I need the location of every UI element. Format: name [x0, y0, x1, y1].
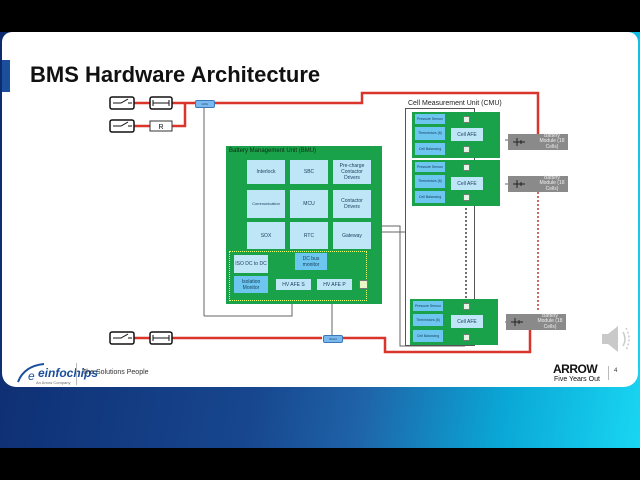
cmu2-cell-afe: Cell AFE	[451, 177, 483, 190]
bmu-block-interlock: Interlock	[247, 160, 285, 184]
shunt-fuse: Shunt	[323, 335, 343, 343]
footer-divider	[76, 363, 77, 385]
battery-icon	[513, 138, 525, 146]
cmu3-cell-afe: Cell AFE	[451, 315, 483, 328]
hv-section-border	[229, 251, 367, 301]
battery-module-2: Battery Module (18 Cells)	[508, 174, 568, 192]
cmu-frame	[405, 108, 475, 346]
cmu3-pressure-sensor: Pressure Sensor	[413, 301, 443, 311]
bmu-block-communication: Communication	[247, 190, 285, 218]
bottom-letterbox	[0, 448, 640, 480]
hv-afe-p-block: HV AFE P	[317, 279, 352, 290]
bmu-block-rtc: RTC	[290, 222, 328, 249]
cmu2-iso-top	[463, 164, 470, 171]
cmu1-cell-afe: Cell AFE	[451, 128, 483, 141]
battery-module-1: Battery Module (18 Cells)	[508, 132, 568, 150]
iso-dcdc-block: ISO DC to DC	[234, 255, 268, 273]
cmu2-thermistors: Thermistors (6)	[415, 175, 445, 188]
bmu-block-mcu: MCU	[290, 190, 328, 218]
einfochips-logo-sub: An Arrow Company	[36, 380, 71, 385]
bmu-title: Battery Management Unit (BMU)	[229, 148, 317, 154]
hv-afe-s-block: HV AFE S	[276, 279, 311, 290]
cmu1-iso-bottom	[463, 146, 470, 153]
hv-line-bottom-return	[342, 330, 532, 354]
bmu-block-gateway: Gateway	[333, 222, 371, 249]
cmu3-iso-top	[463, 303, 470, 310]
battery-icon	[513, 180, 525, 188]
bmu-block-contactor-drivers: Contactor Drivers	[333, 190, 371, 218]
cmu2-pressure-sensor: Pressure Sensor	[415, 162, 445, 172]
battery-module-label: Battery Module (18 Cells)	[537, 312, 563, 330]
slide-title: BMS Hardware Architecture	[30, 62, 321, 87]
cmu-title: Cell Measurement Unit (CMU)	[408, 100, 502, 107]
isolation-monitor-block: Isolation Monitor	[234, 276, 268, 293]
arrow-logo-sub: Five Years Out	[554, 376, 600, 383]
battery-icon	[511, 318, 523, 326]
hv-line-r-join	[172, 103, 187, 128]
page-number: 4	[614, 368, 618, 374]
cmu3-thermistors: Thermistors (6)	[413, 314, 443, 326]
dc-bus-monitor-block: DC bus monitor	[295, 253, 327, 270]
cmu2-iso-bottom	[463, 194, 470, 201]
battery-module-label: Battery Module (18 Cells)	[539, 174, 565, 192]
hv-line-to-cmu	[214, 91, 540, 140]
cmu1-thermistors: Thermistors (6)	[415, 127, 445, 140]
bmu-block-sbc: SBC	[290, 160, 328, 184]
cmu2-cell-balancing: Cell Balancing	[415, 191, 445, 203]
battery-module-label: Battery Module (18 Cells)	[539, 132, 565, 150]
tagline: The Solutions People	[82, 369, 149, 376]
resistor-label: R	[158, 124, 163, 131]
top-letterbox	[0, 0, 640, 32]
bmu-block-precharge-drivers: Pre-charge Contactor Drivers	[333, 160, 371, 184]
svg-text:e: e	[28, 369, 35, 383]
hvil-fuse: HVIL	[195, 100, 215, 108]
cmu3-cell-balancing: Cell Balancing	[413, 330, 443, 342]
bmu-isolator	[359, 280, 368, 289]
cmu1-pressure-sensor: Pressure Sensor	[415, 114, 445, 124]
arrow-logo: ARROW	[553, 362, 598, 376]
einfochips-swoosh-icon: e	[17, 363, 45, 383]
speaker-icon[interactable]	[598, 322, 634, 356]
cmu1-iso-top	[463, 116, 470, 123]
battery-module-3: Battery Module (18 Cells)	[506, 312, 566, 330]
title-accent-bar	[2, 60, 10, 92]
cmu3-iso-bottom	[463, 334, 470, 341]
cmu1-cell-balancing: Cell Balancing	[415, 143, 445, 155]
page-divider	[608, 366, 609, 380]
precharge-resistor	[149, 120, 173, 132]
bmu-block-sox: SOX	[247, 222, 285, 249]
einfochips-logo: einfochips	[38, 366, 99, 380]
